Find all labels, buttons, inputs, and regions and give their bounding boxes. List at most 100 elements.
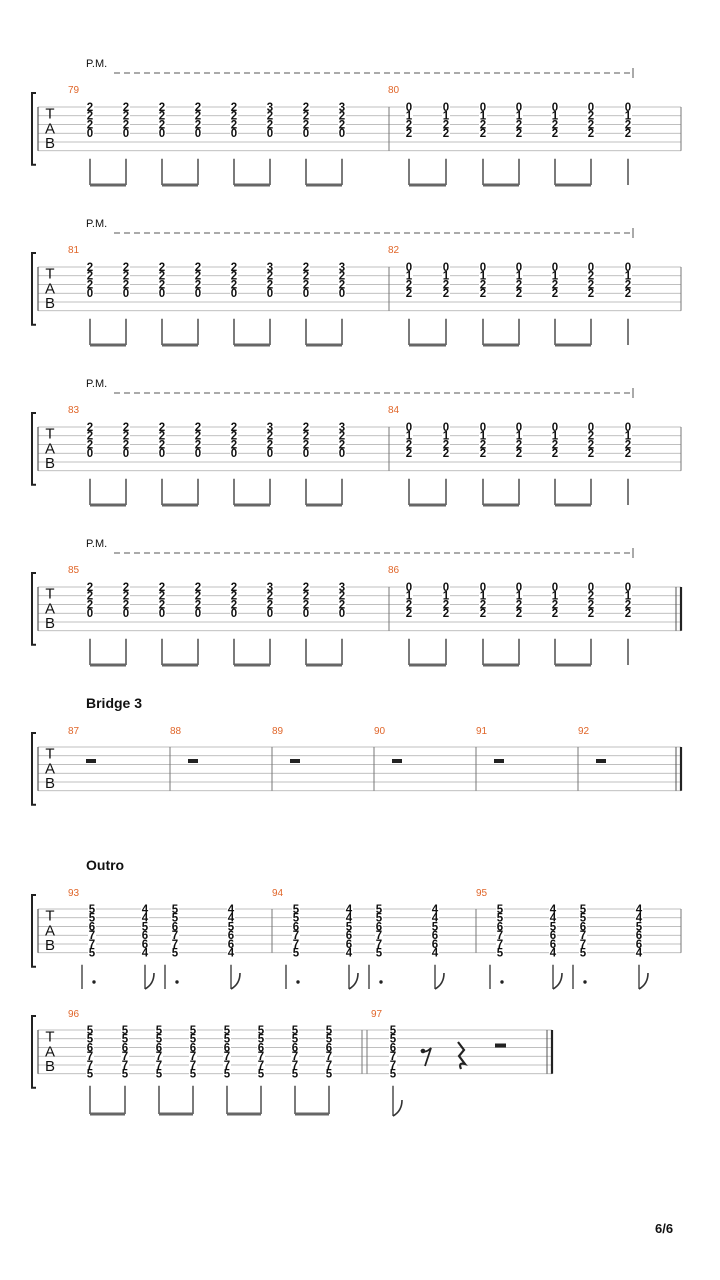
fret-mask [86, 440, 94, 450]
fret-mask [405, 600, 413, 610]
tab-letter-b: B [45, 135, 55, 152]
fret-mask [405, 280, 413, 290]
fret-mask [515, 591, 523, 601]
fret-mask [442, 289, 450, 299]
fret-mask [624, 582, 632, 592]
fret-mask [635, 939, 643, 949]
fret-number: 2 [231, 431, 237, 443]
fret-number: 5 [156, 1034, 163, 1046]
fret-number: 2 [516, 279, 522, 291]
fret-number: 4 [142, 948, 149, 960]
fret-mask [122, 262, 130, 272]
fret-number: 2 [195, 439, 201, 451]
fret-mask [515, 431, 523, 441]
fret-mask [194, 422, 202, 432]
eighth-flag [552, 972, 563, 990]
fret-mask [302, 271, 310, 281]
fret-number: 0 [303, 288, 309, 300]
system-bracket [31, 92, 36, 166]
fret-number: 0 [406, 582, 412, 594]
fret-number: 1 [516, 271, 523, 283]
fret-number: 0 [516, 102, 522, 114]
fret-number: 5 [293, 948, 300, 960]
fret-number: 2 [339, 279, 345, 291]
system-bracket [31, 572, 36, 646]
fret-mask [587, 120, 595, 130]
fret-number: 2 [443, 128, 449, 140]
fret-number: 2 [195, 262, 201, 274]
fret-number: 2 [480, 439, 486, 451]
fret-number: 0 [267, 288, 273, 300]
fret-mask [549, 931, 557, 941]
beam [306, 663, 342, 667]
fret-number: 2 [588, 608, 594, 620]
fret-mask [227, 922, 235, 932]
fret-mask [86, 609, 94, 619]
fret-mask [121, 1060, 129, 1070]
fret-mask [551, 120, 559, 130]
tab-letter-t: T [45, 745, 54, 762]
fret-number: 5 [190, 1025, 197, 1037]
fret-number: 2 [159, 271, 165, 283]
fret-mask [479, 289, 487, 299]
fret-number: 1 [625, 271, 632, 283]
fret-mask [122, 102, 130, 112]
fret-number: 2 [87, 591, 93, 603]
fret-number: 5 [326, 1069, 333, 1081]
fret-mask [496, 931, 504, 941]
fret-number: 2 [480, 128, 486, 140]
whole-rest [290, 759, 300, 763]
fret-number: 0 [231, 448, 237, 460]
whole-rest [86, 759, 96, 763]
fret-mask [302, 609, 310, 619]
eighth-flag [348, 972, 359, 990]
fret-mask [266, 600, 274, 610]
fret-mask [194, 289, 202, 299]
fret-mask [158, 102, 166, 112]
fret-mask [375, 931, 383, 941]
fret-number: 2 [588, 271, 594, 283]
fret-number: 0 [516, 262, 522, 274]
fret-number: 6 [346, 930, 352, 942]
half-rest [495, 1043, 506, 1048]
fret-mask [155, 1034, 163, 1044]
fret-number: 0 [339, 448, 345, 460]
fret-mask [587, 449, 595, 459]
fret-number: 2 [625, 448, 631, 460]
fret-number: 2 [588, 111, 594, 123]
fret-mask [549, 913, 557, 923]
fret-number: 7 [190, 1051, 196, 1063]
fret-number: 5 [580, 904, 587, 916]
fret-number: 5 [497, 913, 504, 925]
fret-number: 3 [339, 102, 345, 114]
fret-number: 2 [480, 599, 486, 611]
fret-number: 6 [142, 939, 148, 951]
fret-mask [86, 1069, 94, 1079]
fret-number: 2 [443, 448, 449, 460]
fret-number: 5 [87, 1025, 94, 1037]
fret-number: 6 [224, 1042, 230, 1054]
fret-number: 2 [303, 582, 309, 594]
eighth-flag [638, 972, 649, 990]
fret-number: 5 [190, 1034, 197, 1046]
fret-mask [158, 591, 166, 601]
fret-mask [266, 422, 274, 432]
fret-mask [442, 609, 450, 619]
fret-mask [515, 449, 523, 459]
fret-mask [302, 289, 310, 299]
fret-mask [515, 120, 523, 130]
fret-mask [291, 1034, 299, 1044]
dotted-note-dot [175, 980, 179, 984]
fret-number: 2 [516, 448, 522, 460]
fret-number: 0 [267, 448, 273, 460]
fret-number: 2 [303, 422, 309, 434]
fret-number: 2 [443, 608, 449, 620]
fret-number: 4 [550, 904, 557, 916]
fret-mask [515, 582, 523, 592]
fret-number: 2 [267, 111, 273, 123]
fret-number: 7 [376, 939, 382, 951]
fret-number: 3 [267, 422, 273, 434]
measure-number: 83 [68, 405, 80, 416]
fret-number: 2 [480, 608, 486, 620]
fret-mask [230, 431, 238, 441]
